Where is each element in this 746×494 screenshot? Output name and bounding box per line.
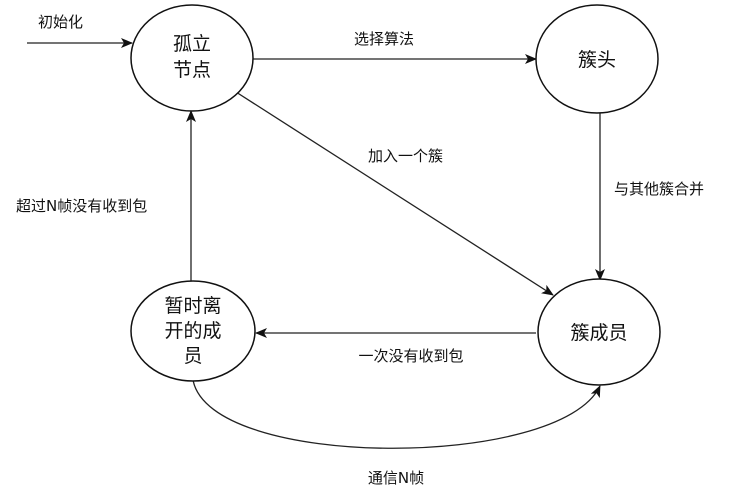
label-communicate-n-frames: 通信N帧 bbox=[368, 469, 424, 487]
label-select-algorithm: 选择算法 bbox=[354, 30, 414, 48]
edge-join-cluster bbox=[236, 92, 553, 295]
node-temp-leave-line2: 开的成 bbox=[164, 320, 221, 342]
node-isolated-ellipse bbox=[131, 5, 253, 111]
node-cluster-head: 簇头 bbox=[536, 5, 658, 113]
node-temp-leave-line1: 暂时离 bbox=[164, 295, 221, 317]
node-isolated-line1: 孤立 bbox=[173, 33, 211, 55]
node-isolated: 孤立 节点 bbox=[131, 5, 253, 111]
label-no-packet-n-frames: 超过N帧没有收到包 bbox=[16, 197, 147, 215]
node-cluster-member-label: 簇成员 bbox=[570, 322, 627, 344]
node-cluster-member: 簇成员 bbox=[538, 279, 660, 385]
label-merge-clusters: 与其他簇合并 bbox=[614, 180, 704, 198]
node-temp-leave-line3: 员 bbox=[183, 345, 202, 367]
label-no-packet-once: 一次没有收到包 bbox=[358, 347, 463, 365]
edge-communicate-n-frames bbox=[193, 380, 600, 448]
node-cluster-head-label: 簇头 bbox=[578, 49, 616, 71]
label-join-cluster: 加入一个簇 bbox=[368, 147, 443, 165]
edges bbox=[27, 43, 600, 448]
label-init: 初始化 bbox=[38, 13, 83, 31]
node-temp-leave: 暂时离 开的成 员 bbox=[131, 281, 255, 381]
node-isolated-line2: 节点 bbox=[173, 59, 211, 81]
